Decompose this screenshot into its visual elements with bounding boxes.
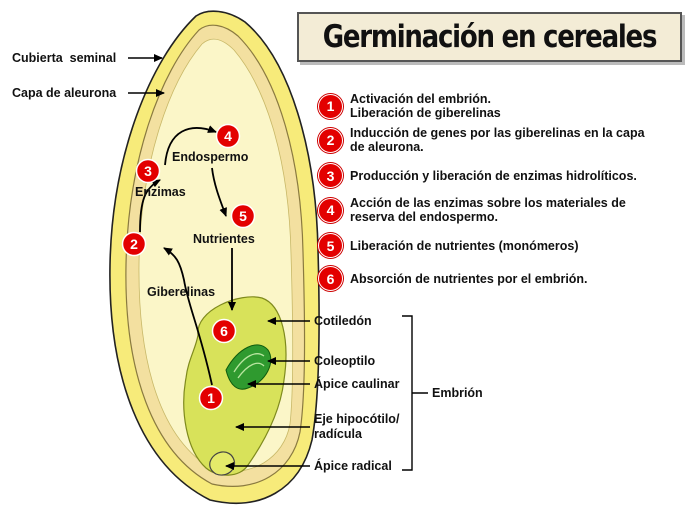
label-nutrientes: Nutrientes (193, 232, 255, 246)
step-number-badge: 3 (318, 163, 343, 188)
step-number-badge: 4 (318, 197, 343, 223)
label-embrion: Embrión (432, 386, 483, 400)
step-item: 2 Inducción de genes por las giberelinas… (318, 126, 645, 154)
svg-text:5: 5 (239, 208, 247, 224)
label-giberelinas: Giberelinas (147, 285, 215, 299)
step-item: 1 Activación del embrión. Liberación de … (318, 92, 501, 120)
marker-6: 6 (211, 318, 237, 344)
embryo-bracket (402, 315, 428, 471)
svg-text:4: 4 (224, 128, 232, 144)
svg-text:6: 6 (220, 323, 228, 339)
marker-1: 1 (198, 385, 224, 411)
step-number-badge: 2 (318, 127, 343, 153)
marker-3: 3 (135, 158, 161, 184)
marker-2: 2 (121, 231, 147, 257)
label-capa-aleurona: Capa de aleurona (12, 86, 117, 100)
step-text: Inducción de genes por las giberelinas e… (350, 126, 645, 154)
title-box: Germinación en cereales (297, 12, 682, 62)
label-enzimas: Enzimas (135, 185, 186, 199)
coleoptile-lines (233, 353, 265, 379)
step-text: Producción y liberación de enzimas hidro… (350, 168, 637, 183)
label-coleoptilo: Coleoptilo (314, 354, 375, 368)
marker-4: 4 (215, 123, 241, 149)
label-eje-line1: Eje hipocótilo/ (314, 412, 400, 426)
arrow-embryo-to-aleurone (163, 247, 213, 386)
step-item: 6 Absorción de nutrientes por el embrión… (318, 266, 588, 291)
step-number-badge: 6 (318, 266, 343, 291)
step-text: Acción de las enzimas sobre los material… (350, 196, 626, 224)
step-text: Activación del embrión. Liberación de gi… (350, 92, 501, 120)
svg-text:2: 2 (130, 236, 138, 252)
label-eje-line2: radícula (314, 427, 363, 441)
step-number-badge: 1 (318, 93, 343, 119)
root-tip (209, 451, 236, 476)
step-number-badge: 5 (318, 233, 343, 258)
label-endospermo: Endospermo (172, 150, 249, 164)
step-item: 4 Acción de las enzimas sobre los materi… (318, 196, 626, 224)
label-cotiledon: Cotiledón (314, 314, 372, 328)
step-text: Absorción de nutrientes por el embrión. (350, 271, 588, 286)
step-text: Liberación de nutrientes (monómeros) (350, 238, 579, 253)
label-apice-caulinar: Ápice caulinar (314, 376, 400, 391)
svg-text:3: 3 (144, 163, 152, 179)
arrow-enzymes-to-endosperm (164, 125, 217, 166)
svg-text:1: 1 (207, 390, 215, 406)
label-cubierta-seminal: Cubierta seminal (12, 51, 116, 65)
page-title: Germinación en cereales (322, 19, 658, 55)
marker-5: 5 (230, 203, 256, 229)
step-item: 5 Liberación de nutrientes (monómeros) (318, 233, 579, 258)
step-item: 3 Producción y liberación de enzimas hid… (318, 163, 637, 188)
arrow-aleurone-to-enzymes (139, 179, 161, 233)
label-apice-radical: Ápice radical (314, 458, 392, 473)
arrow-endosperm-to-nutrients (211, 167, 227, 217)
